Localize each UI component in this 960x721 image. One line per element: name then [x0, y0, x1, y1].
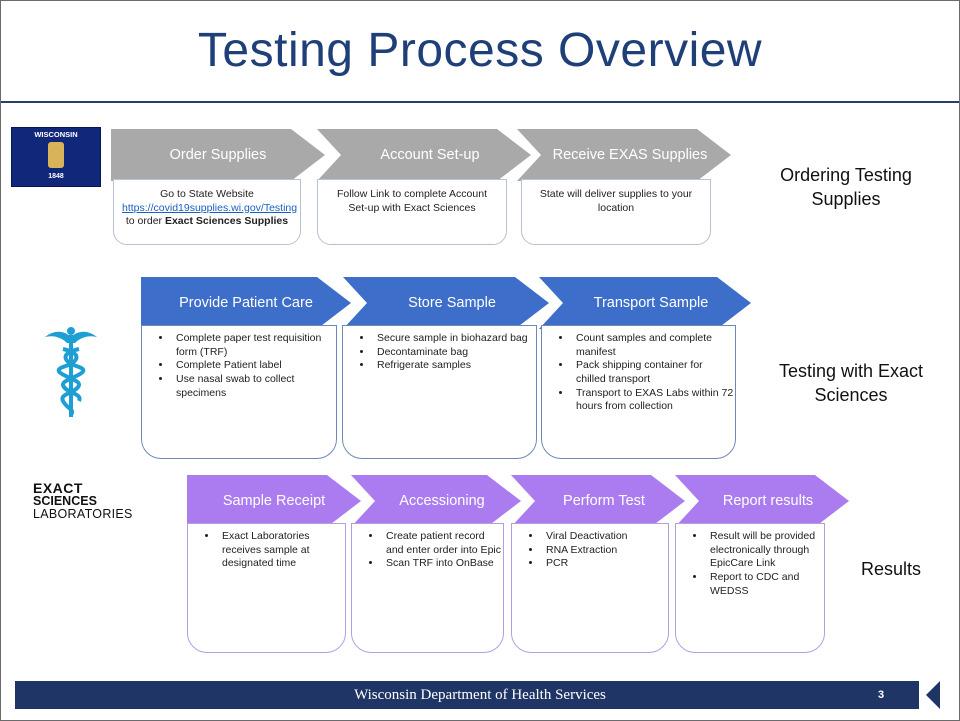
step-title: Sample Receipt: [222, 493, 326, 509]
step-text: Follow Link to complete Account Set-up w…: [337, 188, 487, 214]
step-text-bold: Exact Sciences Supplies: [164, 215, 289, 228]
title-divider: [1, 101, 959, 103]
step-title: Accessioning: [399, 493, 485, 509]
footer-text: Wisconsin Department of Health Services: [354, 687, 606, 703]
step-box-receive-supplies: State will deliver supplies to your loca…: [521, 179, 711, 245]
list-item: Create patient record and enter order in…: [382, 530, 503, 557]
logo-line: LABORATORIES: [33, 506, 133, 521]
list-item: Count samples and complete manifest: [572, 332, 735, 359]
step-box-report-results: Result will be provided electronically t…: [675, 523, 825, 653]
step-box-account-setup: Follow Link to complete Account Set-up w…: [317, 179, 507, 245]
list-item: PCR: [542, 557, 668, 571]
flag-year: 1848: [48, 173, 64, 180]
list-item: Complete paper test requisition form (TR…: [172, 332, 336, 359]
list-item: Refrigerate samples: [373, 359, 536, 373]
step-sample-receipt: Sample Receipt: [187, 475, 361, 527]
row-label-ordering: Ordering Testing Supplies: [780, 165, 912, 210]
page-title: Testing Process Overview: [197, 24, 763, 77]
list-item: Secure sample in biohazard bag: [373, 332, 536, 346]
step-box-store-sample: Secure sample in biohazard bag Decontami…: [342, 325, 537, 459]
footer-bar: [15, 681, 919, 709]
step-title: Provide Patient Care: [179, 295, 313, 311]
footer-arrow-icon: [926, 681, 940, 709]
list-item: Scan TRF into OnBase: [382, 557, 503, 571]
step-perform-test: Perform Test: [511, 475, 685, 527]
list-item: Complete Patient label: [172, 359, 336, 373]
state-website-link[interactable]: https://covid19supplies.wi.gov/Testing: [122, 201, 298, 214]
flag-name: WISCONSIN: [34, 130, 78, 139]
step-account-setup: Account Set-up: [317, 129, 531, 181]
step-accessioning: Accessioning: [351, 475, 521, 527]
step-provide-patient-care: Provide Patient Care: [141, 277, 351, 329]
list-item: RNA Extraction: [542, 544, 668, 558]
step-order-supplies: Order Supplies: [111, 129, 325, 181]
flag-seal-icon: [48, 142, 64, 168]
step-receive-supplies: Receive EXAS Supplies: [517, 129, 731, 181]
step-title: Transport Sample: [593, 295, 709, 311]
list-item: Viral Deactivation: [542, 530, 668, 544]
step-box-order-supplies: Go to State Website https://covid19suppl…: [113, 179, 301, 245]
step-text: Go to State Website: [160, 188, 254, 200]
step-title: Receive EXAS Supplies: [552, 147, 708, 163]
step-text: to order: [125, 215, 163, 228]
list-item: Transport to EXAS Labs within 72 hours f…: [572, 387, 735, 414]
step-box-perform-test: Viral Deactivation RNA Extraction PCR: [511, 523, 669, 653]
list-item: Use nasal swab to collect specimens: [172, 373, 336, 400]
step-title: Report results: [722, 493, 814, 509]
step-store-sample: Store Sample: [343, 277, 549, 329]
list-item: Exact Laboratories receives sample at de…: [218, 530, 345, 571]
page-number: 3: [877, 689, 885, 701]
row-label-testing: Testing with Exact Sciences: [778, 361, 924, 406]
step-box-sample-receipt: Exact Laboratories receives sample at de…: [187, 523, 346, 653]
step-box-transport-sample: Count samples and complete manifest Pack…: [541, 325, 736, 459]
step-title: Account Set-up: [380, 147, 480, 163]
step-box-provide-patient-care: Complete paper test requisition form (TR…: [141, 325, 337, 459]
step-title: Perform Test: [563, 493, 645, 509]
step-transport-sample: Transport Sample: [539, 277, 751, 329]
caduceus-icon: [45, 327, 97, 417]
row-label-results: Results: [860, 559, 922, 579]
step-box-accessioning: Create patient record and enter order in…: [351, 523, 504, 653]
list-item: Decontaminate bag: [373, 346, 536, 360]
step-title: Store Sample: [408, 295, 496, 311]
logo-line: SCIENCES: [33, 494, 97, 508]
step-title: Order Supplies: [169, 147, 267, 163]
list-item: Report to CDC and WEDSS: [706, 571, 824, 598]
list-item: Pack shipping container for chilled tran…: [572, 359, 735, 386]
step-text: State will deliver supplies to your loca…: [539, 188, 693, 214]
wisconsin-flag-icon: WISCONSIN 1848: [11, 127, 101, 187]
logo-line: EXACT: [33, 480, 83, 496]
list-item: Result will be provided electronically t…: [706, 530, 824, 571]
exact-sciences-logo: EXACT SCIENCES LABORATORIES: [33, 481, 133, 520]
step-report-results: Report results: [675, 475, 849, 527]
